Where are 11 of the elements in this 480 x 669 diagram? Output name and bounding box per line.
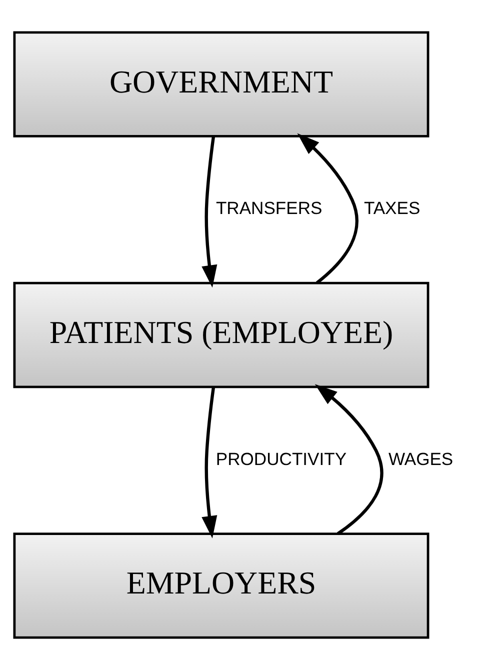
arrow	[297, 132, 358, 284]
node-box: GOVERNMENT	[13, 30, 430, 137]
arrow	[314, 384, 384, 535]
node-box: EMPLOYERS	[13, 532, 430, 638]
edge-label: WAGES	[388, 448, 454, 468]
edge-label: TRANSFERS	[216, 198, 322, 218]
edge-label: PRODUCTIVITY	[216, 448, 346, 468]
arrow	[202, 386, 218, 538]
edge-label: TAXES	[364, 198, 420, 218]
node-box: PATIENTS (EMPLOYEE)	[13, 281, 430, 388]
arrow	[202, 136, 218, 288]
